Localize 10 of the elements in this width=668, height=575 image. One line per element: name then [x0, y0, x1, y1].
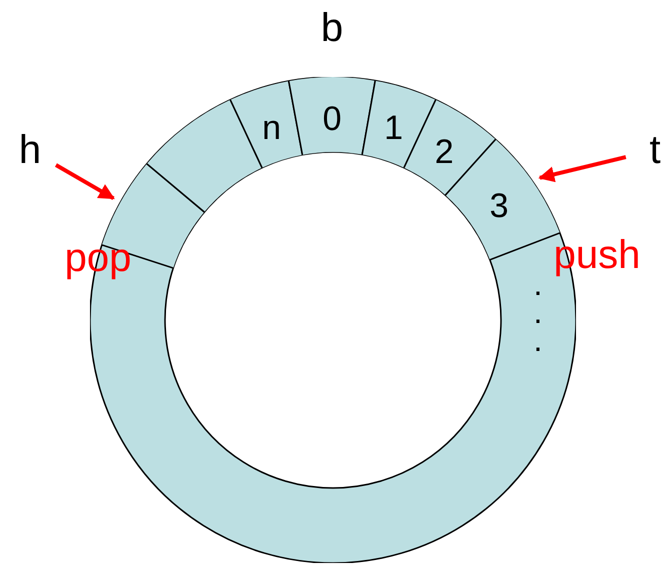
cell-index: 3 [490, 188, 508, 223]
cell-index: n [262, 111, 282, 146]
arrow [54, 163, 115, 200]
cell-index: 2 [434, 134, 454, 169]
pointer-label: b [320, 8, 344, 48]
pointer-label: t [649, 130, 661, 170]
cell-index: 0 [322, 102, 342, 136]
arrow [538, 155, 626, 182]
pointer-label: h [18, 130, 42, 170]
cell-index: 1 [384, 110, 404, 145]
